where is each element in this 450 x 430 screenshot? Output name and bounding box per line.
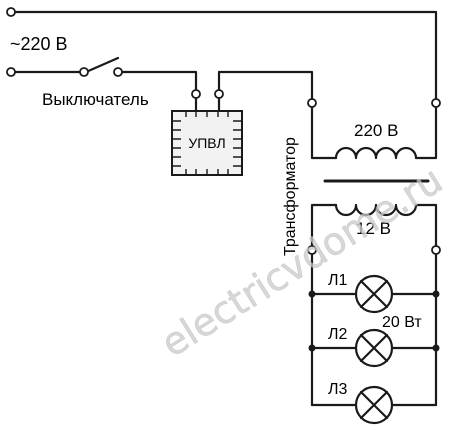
lamp1-label: Л1 [328, 272, 348, 289]
supply-terminal-bottom [6, 67, 16, 77]
lamp3-symbol [354, 385, 394, 425]
lamp2-label: Л2 [328, 326, 348, 343]
junction-dot [432, 344, 440, 352]
secondary-wire-left [310, 203, 338, 252]
transformer-label: Трансформатор [282, 137, 299, 256]
primary-winding [334, 146, 418, 160]
primary-voltage-label: 220 В [354, 121, 398, 140]
wire-switch-to-dimmer [116, 70, 198, 94]
supply-label: ~220 В [10, 34, 68, 54]
junction-dot [432, 290, 440, 298]
wire-dimmer-to-primary [217, 70, 314, 105]
primary-wire-right [414, 101, 438, 160]
dimmer-box [171, 110, 243, 176]
lamp1-symbol [354, 274, 394, 314]
watermark-text: electricvdome.ru [153, 158, 450, 366]
secondary-terminal-left [307, 245, 317, 255]
lamp1-cross [359, 279, 389, 309]
dimmer-terminal-right [214, 89, 224, 99]
dimmer-label: УПВЛ [188, 135, 225, 151]
lamp-power-label: 20 Вт [382, 314, 422, 331]
secondary-terminal-right [431, 245, 441, 255]
lamp3-label: Л3 [328, 381, 348, 398]
primary-terminal-right [431, 98, 441, 108]
switch-contact-right [113, 67, 123, 77]
junction-dot [308, 290, 316, 298]
dimmer-terminal-left [191, 89, 201, 99]
switch-label: Выключатель [42, 90, 149, 109]
lamp2-symbol [354, 328, 394, 368]
switch-contact-left [79, 67, 89, 77]
secondary-wire-right [414, 203, 438, 252]
supply-wire-top [11, 10, 438, 105]
supply-terminal-top [6, 7, 16, 17]
switch-blade [84, 56, 120, 74]
primary-terminal-left [307, 98, 317, 108]
secondary-voltage-label: 12 В [356, 219, 391, 238]
secondary-winding [334, 203, 418, 217]
junction-dot [308, 344, 316, 352]
primary-wire-left [310, 101, 338, 160]
lamp3-cross [359, 390, 389, 420]
lamp2-cross [359, 333, 389, 363]
